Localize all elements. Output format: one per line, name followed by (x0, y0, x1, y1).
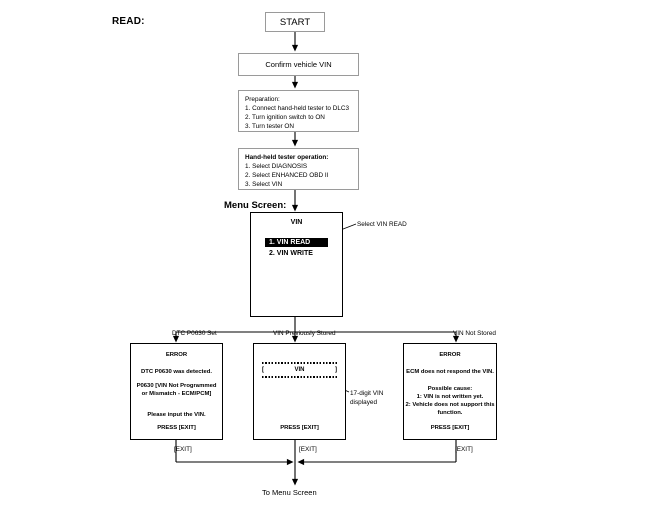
dtc-error-press-exit: PRESS [EXIT] (157, 425, 196, 431)
menu-screen-title: VIN (290, 219, 303, 226)
vin-stored-press-exit: PRESS [EXIT] (280, 425, 319, 431)
exit-label-left: [EXIT] (174, 446, 192, 453)
menu-item-vin-write[interactable]: 2. VIN WRITE (269, 250, 313, 257)
not-stored-error-title: ERROR (439, 352, 461, 358)
dtc-error-title: ERROR (165, 352, 188, 358)
annotation-select-vin-read: Select VIN READ (357, 221, 407, 228)
vin-value-row: [ VIN ] (262, 367, 337, 373)
node-start: START (265, 12, 325, 32)
exit-label-middle: [EXIT] (299, 446, 317, 453)
not-stored-error-line-2: Possible cause: (427, 386, 473, 392)
branch-label-vin-not-stored: VIN Not Stored (453, 330, 496, 337)
not-stored-error-press-exit: PRESS [EXIT] (430, 425, 470, 431)
annotation-17-digit-vin-line2: displayed (350, 398, 378, 406)
tester-operation-step-3: 3. Select VIN (245, 181, 283, 188)
dtc-error-line-3: or Mismatch - ECM/PCM] (141, 391, 212, 397)
page-title: READ: (112, 16, 145, 27)
menu-screen: VIN 1. VIN READ 2. VIN WRITE (250, 212, 343, 317)
node-confirm-vehicle-vin: Confirm vehicle VIN (238, 53, 359, 76)
vin-bracket-close: ] (334, 367, 337, 373)
annotation-17-digit-vin-line1: 17-digit VIN (350, 390, 384, 397)
tester-operation-heading: Hand-held tester operation: (245, 154, 329, 161)
not-stored-error-line-4: 2: Vehicle does not support this (405, 402, 495, 408)
vin-bracket-open: [ (262, 367, 264, 373)
screen-vin-not-stored-error: ERROR ECM does not respond the VIN. Poss… (403, 343, 497, 440)
preparation-heading: Preparation: (245, 96, 280, 103)
exit-label-right: [EXIT] (455, 446, 473, 453)
tester-operation-step-2: 2. Select ENHANCED OBD II (245, 172, 329, 179)
screen-vin-stored: [ VIN ] PRESS [EXIT] (253, 343, 346, 440)
vin-dashed-rule-bottom (262, 376, 337, 378)
not-stored-error-line-1: ECM does not respond the VIN. (406, 369, 494, 375)
tester-operation-step-1: 1. Select DIAGNOSIS (245, 163, 308, 170)
vin-dashed-rule-top (262, 362, 337, 364)
menu-screen-label: Menu Screen: (224, 200, 287, 211)
dtc-error-line-2: P0630 [VIN Not Programmed (136, 383, 217, 389)
node-preparation: Preparation: 1. Connect hand-held tester… (238, 90, 359, 132)
node-tester-operation: Hand-held tester operation: 1. Select DI… (238, 148, 359, 190)
branch-label-vin-previously-stored: VIN Previously Stored (273, 330, 336, 337)
preparation-step-2: 2. Turn ignition switch to ON (245, 114, 325, 121)
not-stored-error-line-5: function. (437, 410, 463, 416)
vin-value: VIN (294, 367, 305, 373)
screen-dtc-error: ERROR DTC P0630 was detected. P0630 [VIN… (130, 343, 223, 440)
dtc-error-line-1: DTC P0630 was detected. (140, 369, 213, 375)
not-stored-error-line-3: 1: VIN is not written yet. (416, 394, 484, 400)
footer-to-menu-screen: To Menu Screen (262, 488, 317, 497)
preparation-step-1: 1. Connect hand-held tester to DLC3 (245, 105, 350, 112)
dtc-error-line-4: Please input the VIN. (147, 412, 206, 418)
annotation-17-digit-vin: 17-digit VIN displayed (350, 390, 383, 407)
menu-item-vin-read[interactable]: 1. VIN READ (265, 238, 328, 247)
branch-label-dtc-p0630-set: DTC P0630 Set (172, 330, 217, 337)
preparation-step-3: 3. Turn tester ON (245, 123, 295, 130)
